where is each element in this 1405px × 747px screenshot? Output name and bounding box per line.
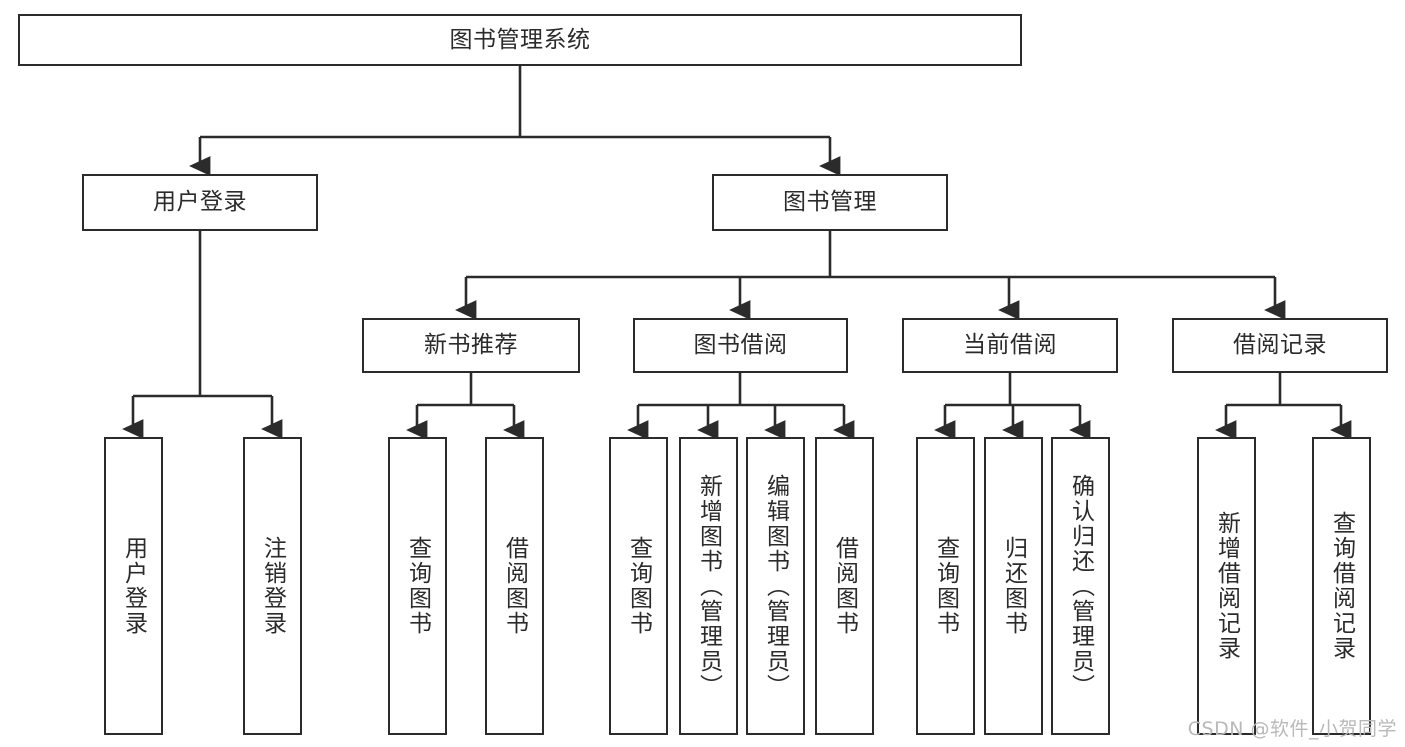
node-book-management[interactable]: 图书管理 bbox=[712, 174, 948, 231]
leaf-user-login[interactable]: 用户登录 bbox=[104, 437, 163, 735]
node-label: 借阅图书 bbox=[831, 536, 858, 636]
node-label: 用户登录 bbox=[120, 536, 147, 636]
node-user-login[interactable]: 用户登录 bbox=[82, 174, 318, 231]
node-label: 图书管理系统 bbox=[449, 26, 591, 53]
leaf-recommend-borrow-book[interactable]: 借阅图书 bbox=[485, 437, 544, 735]
leaf-record-query-borrow-record[interactable]: 查询借阅记录 bbox=[1312, 437, 1371, 735]
node-label: 用户登录 bbox=[153, 189, 247, 216]
node-label: 借阅记录 bbox=[1233, 332, 1327, 359]
node-label: 查询图书 bbox=[404, 536, 431, 636]
node-label: 借阅图书 bbox=[501, 536, 528, 636]
node-book-borrow[interactable]: 图书借阅 bbox=[633, 318, 848, 373]
node-label: 归还图书 bbox=[1000, 536, 1027, 636]
leaf-current-confirm-return-admin[interactable]: 确认归还（管理员） bbox=[1051, 437, 1110, 735]
leaf-current-query-book[interactable]: 查询图书 bbox=[916, 437, 975, 735]
leaf-borrow-query-book[interactable]: 查询图书 bbox=[609, 437, 668, 735]
node-label: 注销登录 bbox=[259, 536, 286, 636]
leaf-record-add-borrow-record[interactable]: 新增借阅记录 bbox=[1197, 437, 1256, 735]
node-label: 查询图书 bbox=[932, 536, 959, 636]
node-label: 图书管理 bbox=[783, 189, 877, 216]
node-label: 新书推荐 bbox=[424, 332, 518, 359]
node-label: 新增借阅记录 bbox=[1213, 511, 1240, 661]
leaf-borrow-edit-book-admin[interactable]: 编辑图书（管理员） bbox=[746, 437, 805, 735]
node-root-system[interactable]: 图书管理系统 bbox=[18, 14, 1022, 66]
node-label: 查询图书 bbox=[625, 536, 652, 636]
node-label: 编辑图书（管理员） bbox=[762, 473, 789, 699]
node-new-book-recommend[interactable]: 新书推荐 bbox=[362, 318, 580, 373]
csdn-watermark: CSDN @软件_小贺同学 bbox=[1187, 718, 1397, 740]
node-label: 图书借阅 bbox=[693, 332, 788, 359]
node-label: 查询借阅记录 bbox=[1328, 511, 1355, 661]
node-label: 当前借阅 bbox=[963, 332, 1057, 359]
leaf-recommend-query-book[interactable]: 查询图书 bbox=[388, 437, 447, 735]
node-label: 确认归还（管理员） bbox=[1067, 473, 1094, 699]
leaf-user-logout[interactable]: 注销登录 bbox=[243, 437, 302, 735]
leaf-current-return-book[interactable]: 归还图书 bbox=[984, 437, 1043, 735]
leaf-borrow-add-book-admin[interactable]: 新增图书（管理员） bbox=[679, 437, 738, 735]
node-current-borrow[interactable]: 当前借阅 bbox=[902, 318, 1118, 373]
leaf-borrow-borrow-book[interactable]: 借阅图书 bbox=[815, 437, 874, 735]
node-borrow-record[interactable]: 借阅记录 bbox=[1172, 318, 1388, 373]
node-label: 新增图书（管理员） bbox=[695, 473, 722, 699]
